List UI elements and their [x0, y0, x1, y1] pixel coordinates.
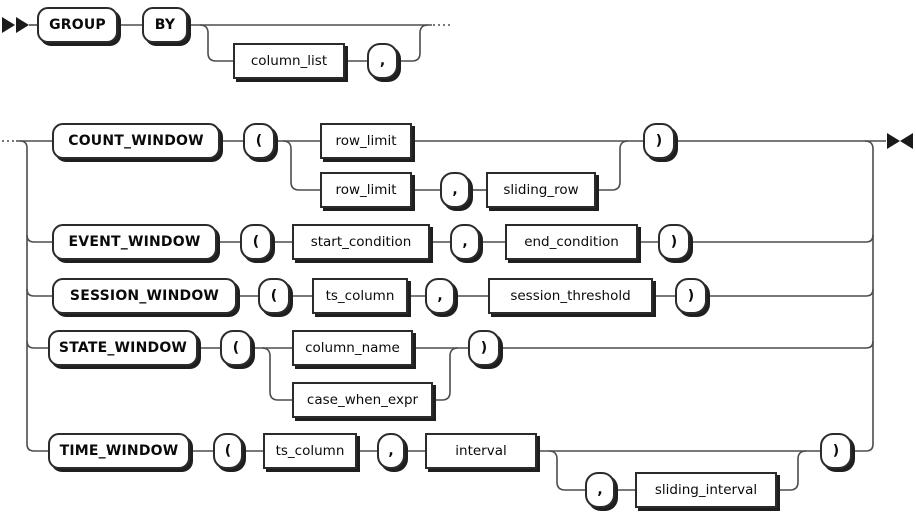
- terminal-comma-sliding: ,: [585, 472, 615, 508]
- terminal-comma-event: ,: [450, 224, 480, 260]
- terminal-comma-list: ,: [367, 43, 398, 79]
- nonterminal-session-threshold: session_threshold: [488, 278, 653, 314]
- terminal-rparen-session: ): [675, 278, 707, 314]
- terminal-comma-session: ,: [425, 278, 455, 314]
- terminal-lparen-time: (: [213, 433, 243, 469]
- terminal-rparen-event: ): [658, 224, 690, 260]
- terminal-state-window: STATE_WINDOW: [48, 330, 198, 366]
- nonterminal-ts-column-time: ts_column: [263, 433, 357, 469]
- nonterminal-sliding-row: sliding_row: [486, 172, 596, 208]
- terminal-rparen-state: ): [468, 330, 500, 366]
- start-arrow-icon: [16, 17, 29, 33]
- nonterminal-end-condition: end_condition: [505, 224, 638, 260]
- terminal-rparen-count: ): [643, 123, 675, 159]
- end-arrow-icon: [900, 133, 913, 149]
- terminal-lparen-count: (: [243, 123, 275, 159]
- terminal-comma-time: ,: [377, 433, 405, 469]
- terminal-lparen-state: (: [220, 330, 252, 366]
- terminal-lparen-session: (: [258, 278, 290, 314]
- nonterminal-row-limit-1: row_limit: [320, 123, 412, 159]
- nonterminal-ts-column-session: ts_column: [312, 278, 408, 314]
- terminal-by: BY: [142, 7, 188, 43]
- terminal-time-window: TIME_WINDOW: [48, 433, 190, 469]
- nonterminal-interval: interval: [425, 433, 537, 469]
- terminal-group: GROUP: [37, 7, 118, 43]
- terminal-event-window: EVENT_WINDOW: [52, 224, 217, 260]
- terminal-lparen-event: (: [240, 224, 272, 260]
- terminal-session-window: SESSION_WINDOW: [52, 278, 237, 314]
- terminal-rparen-time: ): [820, 433, 852, 469]
- nonterminal-column-list: column_list: [233, 43, 345, 79]
- terminal-count-window: COUNT_WINDOW: [52, 123, 220, 159]
- nonterminal-case-when-expr: case_when_expr: [292, 382, 433, 418]
- start-arrow-icon: [2, 17, 15, 33]
- terminal-comma-count: ,: [440, 172, 470, 208]
- end-arrow-icon: [887, 133, 900, 149]
- nonterminal-sliding-interval: sliding_interval: [635, 472, 777, 508]
- nonterminal-row-limit-2: row_limit: [320, 172, 412, 208]
- nonterminal-start-condition: start_condition: [292, 224, 430, 260]
- nonterminal-column-name: column_name: [292, 330, 413, 366]
